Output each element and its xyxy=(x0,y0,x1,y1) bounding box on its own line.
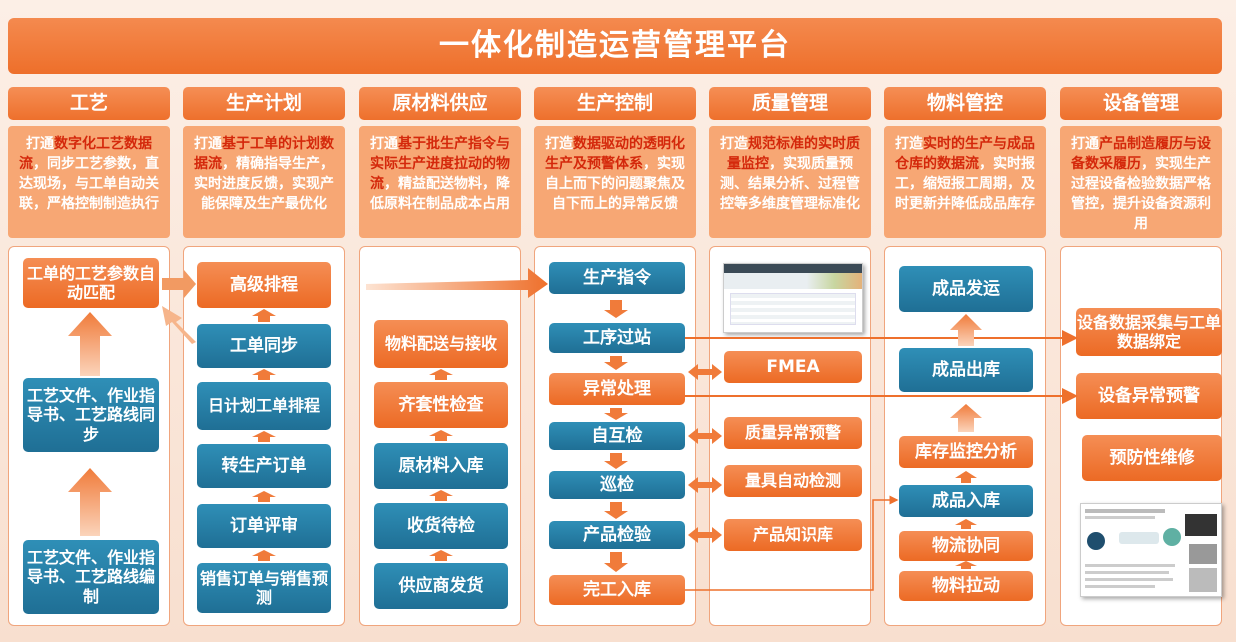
desc-text: 打造 xyxy=(720,136,748,152)
e-bind-box: 设备数据采集与工单数据绑定 xyxy=(1076,308,1222,356)
plan-aps-box: 高级排程 xyxy=(197,262,331,308)
q-alert-box: 质量异常预警 xyxy=(724,417,862,449)
plan-daily-box: 日计划工单排程 xyxy=(197,382,331,430)
desc-text: 打造 xyxy=(895,136,923,152)
plan-review-box: 订单评审 xyxy=(197,504,331,548)
m-stock-box: 库存监控分析 xyxy=(899,436,1033,468)
m-pull-box: 物料拉动 xyxy=(899,571,1033,601)
desc-highlight: 基于批生产指令与实际生产进度拉动的物流 xyxy=(370,136,510,192)
ctl-finish-box: 完工入库 xyxy=(549,575,685,605)
q-kb-box: 产品知识库 xyxy=(724,519,862,551)
column-header-equipment: 设备管理 xyxy=(1060,87,1222,120)
desc-text: ，实现自上而下的问题聚焦及自下而上的异常反馈 xyxy=(545,156,685,212)
plan-wo-sync-box: 工单同步 xyxy=(197,324,331,368)
ctl-inspect-box: 产品检验 xyxy=(549,521,685,549)
column-header-craft: 工艺 xyxy=(8,87,170,120)
column-desc-quality: 打造规范标准的实时质量监控，实现质量预测、结果分析、过程管控等多维度管理标准化 xyxy=(709,126,871,238)
column-desc-craft: 打通数字化工艺数据流，同步工艺参数，直达现场，与工单自动关联，严格控制制造执行 xyxy=(8,126,170,238)
desc-highlight: 规范标准的实时质量监控 xyxy=(727,136,860,172)
quality-system-screenshot xyxy=(723,263,863,333)
desc-text: 打造 xyxy=(545,136,573,152)
column-desc-control: 打造数据驱动的透明化生产及预警体系，实现自上而下的问题聚焦及自下而上的异常反馈 xyxy=(534,126,696,238)
plan-sales-box: 销售订单与销售预测 xyxy=(197,563,331,613)
desc-text: 打通 xyxy=(194,136,222,152)
column-desc-material: 打通基于批生产指令与实际生产进度拉动的物流，精益配送物料，降低原料在制品成本占用 xyxy=(359,126,521,238)
ctl-station-box: 工序过站 xyxy=(549,323,685,353)
desc-highlight: 数据驱动的透明化生产及预警体系 xyxy=(545,136,685,172)
craft-sync-box: 工艺文件、作业指导书、工艺路线同步 xyxy=(23,378,159,452)
e-maint-box: 预防性维修 xyxy=(1082,435,1222,481)
craft-param-match-box: 工单的工艺参数自动匹配 xyxy=(23,258,159,308)
column-header-quality: 质量管理 xyxy=(709,87,871,120)
desc-text: ，实时报工，缩短报工周期，及时更新并降低成品库存 xyxy=(895,156,1035,212)
desc-highlight: 基于工单的计划数据流 xyxy=(194,136,334,172)
ctl-selfcheck-box: 自互检 xyxy=(549,422,685,450)
e-alert-box: 设备异常预警 xyxy=(1076,373,1222,419)
equipment-screenshot xyxy=(1080,503,1222,597)
desc-highlight: 实时的生产与成品仓库的数据流 xyxy=(895,136,1035,172)
q-fmea-box: FMEA xyxy=(724,351,862,383)
column-desc-plan: 打通基于工单的计划数据流，精确指导生产，实时进度反馈，实现产能保障及生产最优化 xyxy=(183,126,345,238)
ctl-patrol-box: 巡检 xyxy=(549,471,685,499)
column-desc-equipment: 打通产品制造履历与设备数采履历，实现生产过程设备检验数据严格管控，提升设备资源利… xyxy=(1060,126,1222,238)
m-ship-box: 成品发运 xyxy=(899,266,1033,312)
desc-text: 打通 xyxy=(26,136,54,152)
column-desc-material-control: 打造实时的生产与成品仓库的数据流，实时报工，缩短报工周期，及时更新并降低成品库存 xyxy=(884,126,1046,238)
column-header-material: 原材料供应 xyxy=(359,87,521,120)
desc-text: ，同步工艺参数，直达现场，与工单自动关联，严格控制制造执行 xyxy=(19,156,159,212)
desc-text: 打通 xyxy=(1071,136,1099,152)
plan-to-prod-box: 转生产订单 xyxy=(197,444,331,488)
page-title: 一体化制造运营管理平台 xyxy=(8,18,1222,74)
mat-in-box: 原材料入库 xyxy=(374,443,508,489)
ctl-abnormal-box: 异常处理 xyxy=(549,373,685,405)
m-in-box: 成品入库 xyxy=(899,485,1033,517)
mat-receive-box: 收货待检 xyxy=(374,503,508,549)
column-header-material-control: 物料管控 xyxy=(884,87,1046,120)
desc-text: 打通 xyxy=(370,136,398,152)
column-header-control: 生产控制 xyxy=(534,87,696,120)
craft-edit-box: 工艺文件、作业指导书、工艺路线编制 xyxy=(23,540,159,614)
mat-deliver-box: 物料配送与接收 xyxy=(374,320,508,368)
mat-kit-box: 齐套性检查 xyxy=(374,382,508,428)
desc-text: ，精益配送物料，降低原料在制品成本占用 xyxy=(370,176,510,212)
desc-text: ，实现质量预测、结果分析、过程管控等多维度管理标准化 xyxy=(720,156,860,212)
mat-supplier-box: 供应商发货 xyxy=(374,563,508,609)
desc-highlight: 产品制造履历与设备数采履历 xyxy=(1071,136,1211,172)
ctl-cmd-box: 生产指令 xyxy=(549,262,685,294)
q-gauge-box: 量具自动检测 xyxy=(724,465,862,497)
m-out-box: 成品出库 xyxy=(899,348,1033,392)
column-header-plan: 生产计划 xyxy=(183,87,345,120)
desc-text: ，实现生产过程设备检验数据严格管控，提升设备资源利用 xyxy=(1071,156,1211,232)
desc-highlight: 数字化工艺数据流 xyxy=(19,136,152,172)
desc-text: ，精确指导生产，实时进度反馈，实现产能保障及生产最优化 xyxy=(194,156,334,212)
m-logistics-box: 物流协同 xyxy=(899,531,1033,561)
